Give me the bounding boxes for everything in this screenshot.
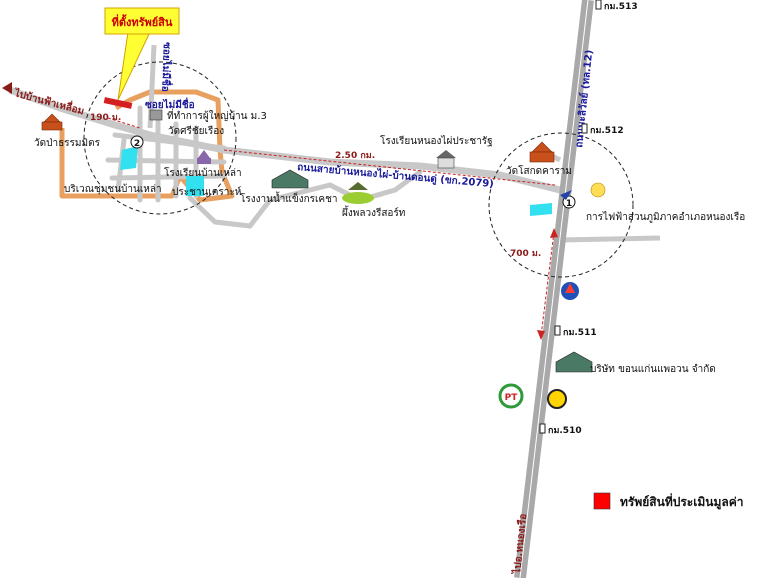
road-label-vertical-soi: ซอยไม่มีชื่อ bbox=[159, 42, 175, 92]
marker-1-label: 1 bbox=[566, 199, 572, 209]
distance-label-250: 2.50 กม. bbox=[335, 151, 375, 161]
radius-circle-2 bbox=[83, 61, 237, 215]
place-wat-pa-thamma: วัดป่าธรรมมิตร bbox=[34, 138, 101, 149]
cyan-parcel-village bbox=[120, 146, 138, 170]
road-label-soi: ซอยไม่มีชื่อ bbox=[145, 97, 195, 111]
km-post-510: กม.510 bbox=[539, 423, 582, 436]
km-post-512-label: กม.512 bbox=[590, 126, 624, 136]
legend: ทรัพย์สินที่ประเมินมูลค่า bbox=[593, 492, 744, 510]
km-post-511: กม.511 bbox=[554, 325, 597, 338]
school-icon-nong-phai bbox=[436, 150, 456, 169]
gas-station-icon bbox=[561, 282, 579, 300]
north-arrow-small bbox=[560, 190, 572, 200]
place-school-nong-phai: โรงเรียนหนองไผ่ประชารัฐ bbox=[380, 134, 493, 147]
distance-arrow-700 bbox=[537, 330, 545, 340]
legend-swatch bbox=[593, 492, 611, 510]
km-post-511-label: กม.511 bbox=[563, 328, 597, 338]
km-post-513-label: กม.513 bbox=[604, 2, 638, 12]
distance-line-700 bbox=[540, 231, 555, 337]
distance-arrow-700-top bbox=[550, 228, 558, 238]
place-school-ban-lao: โรงเรียนบ้านเหล่า bbox=[164, 166, 242, 179]
callout-pointer bbox=[117, 31, 151, 101]
svg-text:PT: PT bbox=[505, 393, 519, 403]
temple-icon-wat-sok bbox=[529, 141, 555, 163]
legend-label: ทรัพย์สินที่ประเมินมูลค่า bbox=[620, 493, 744, 510]
pt-station-icon: PT bbox=[498, 383, 524, 409]
road-label-to-ban-fa-luen: ไปบ้านฟ้าเหลื่อม bbox=[12, 85, 86, 117]
office-icon bbox=[149, 109, 163, 121]
distance-line-250 bbox=[223, 149, 556, 186]
factory-icon-ice bbox=[271, 169, 309, 189]
km-post-513: กม.513 bbox=[595, 0, 638, 12]
highway-centerline bbox=[519, 0, 589, 578]
callout-box bbox=[104, 7, 180, 35]
radius-circle-1 bbox=[488, 132, 634, 278]
km-post-510-label: กม.510 bbox=[548, 426, 582, 436]
factory-icon-company bbox=[555, 351, 593, 373]
marker-2: 2 bbox=[130, 135, 144, 149]
marker-2-label: 2 bbox=[134, 139, 140, 149]
place-company: บริษัท ขอนแก่นแพอวน จำกัด bbox=[590, 364, 716, 375]
place-wat-sri-chai: วัดศรีชัยเรือง bbox=[168, 125, 224, 137]
place-pea: การไฟฟ้าส่วนภูมิภาคอำเภอหนองเรือ bbox=[586, 211, 745, 223]
callout-label: ที่ตั้งทรัพย์สิน bbox=[112, 14, 173, 29]
cyan-parcel-highway bbox=[530, 203, 552, 216]
place-resort: ผึ้งพลวงรีสอร์ท bbox=[342, 205, 406, 219]
pea-icon bbox=[590, 182, 606, 198]
arrow-to-ban-fa-luen bbox=[2, 82, 12, 94]
place-pracha: ประชานุเคราะห์ bbox=[172, 186, 241, 198]
distance-label-700: 700 ม. bbox=[510, 249, 541, 259]
place-area-ban-lao: บริเวณชุมชนบ้านเหล่า bbox=[64, 183, 162, 195]
place-village-office: ที่ทำการผู้ใหญ่บ้าน ม.3 bbox=[167, 108, 267, 122]
yellow-emblem-icon bbox=[547, 389, 567, 409]
place-wat-sok: วัดโสกดคาราม bbox=[506, 164, 572, 177]
temple-icon-wat-sri-chai bbox=[197, 150, 211, 164]
temple-icon-wat-pa bbox=[41, 113, 63, 131]
distance-label-190: 190 ม. bbox=[90, 113, 121, 123]
distance-line-190 bbox=[107, 117, 141, 129]
subject-property bbox=[103, 97, 133, 109]
cyan-parcel-school bbox=[186, 176, 204, 196]
side-road-right bbox=[559, 235, 661, 243]
place-factory-ice: โรงงานน้ำแข็งกรเคชา bbox=[240, 191, 338, 205]
resort-icon bbox=[342, 182, 374, 204]
km-post-512: กม.512 bbox=[581, 123, 624, 136]
